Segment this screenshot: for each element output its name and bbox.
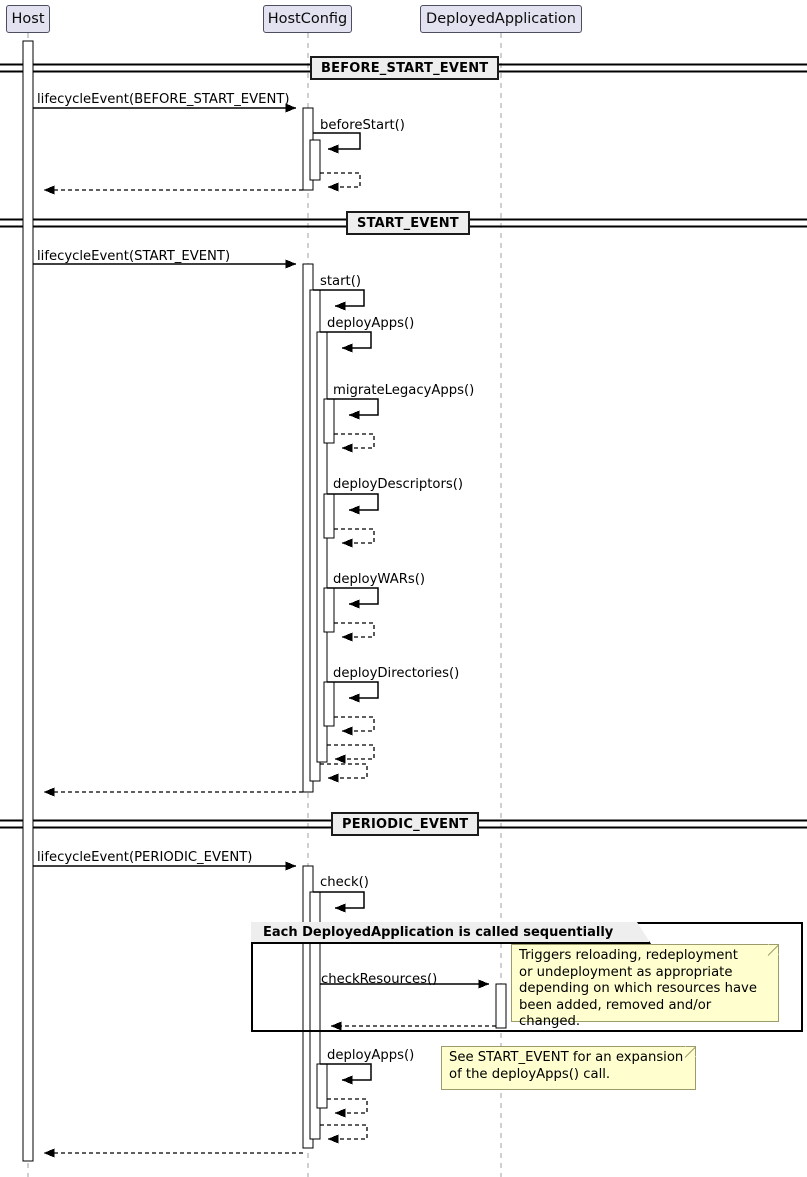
activation-hostconfig-deploy-descriptors (323, 493, 335, 539)
arrow-deploy-apps-self (320, 331, 372, 353)
activation-deployedapplication-check-resources (495, 983, 507, 1029)
message-label-lifecycle-periodic-event: lifecycleEvent(PERIODIC_EVENT) (37, 850, 252, 865)
divider-before-start-event-label: BEFORE_START_EVENT (321, 60, 489, 76)
divider-start-event-label: START_EVENT (357, 215, 459, 231)
message-text: checkResources() (321, 972, 438, 987)
arrow-check-self (313, 891, 365, 913)
divider-start-event: START_EVENT (346, 211, 470, 235)
message-label-deploy-apps: deployApps() (327, 316, 414, 331)
note-check-resources: Triggers reloading, redeployment or unde… (511, 944, 779, 1029)
arrow-deploy-descriptors-self (327, 493, 379, 515)
message-text: lifecycleEvent(PERIODIC_EVENT) (37, 850, 253, 865)
activation-host-main (22, 40, 34, 1162)
message-label-check-resources: checkResources() (321, 972, 437, 987)
frame-each-deployedapplication-label: Each DeployedApplication is called seque… (263, 924, 614, 940)
participant-hostconfig[interactable]: HostConfig (263, 5, 352, 33)
arrow-start-self (313, 289, 365, 311)
message-label-migrate-legacy-apps: migrateLegacyApps() (333, 383, 474, 398)
note-line: depending on which resources have (519, 981, 757, 996)
divider-rules-group (0, 63, 807, 829)
message-text: deployDescriptors() (333, 477, 464, 492)
arrow-before-start-self (313, 132, 361, 154)
message-label-lifecycle-before-start-event: lifecycleEvent(BEFORE_START_EVENT) (37, 92, 290, 107)
message-text: beforeStart() (320, 118, 405, 133)
message-text: deployApps() (327, 1048, 415, 1063)
activation-hostconfig-deploy-directories (323, 681, 335, 727)
message-label-lifecycle-start-event: lifecycleEvent(START_EVENT) (37, 249, 230, 264)
arrow-deploy-wars-self (327, 587, 379, 609)
message-label-periodic-deploy-apps: deployApps() (327, 1048, 414, 1063)
return-deploy-descriptors-self (334, 528, 375, 548)
return-start-self (320, 763, 368, 783)
participant-deployedapplication[interactable]: DeployedApplication (420, 5, 582, 33)
participant-host-label: Host (11, 11, 45, 27)
return-periodic-deploy-apps-self (327, 1098, 368, 1118)
message-text: start() (320, 274, 362, 289)
arrow-deploy-directories-self (327, 681, 379, 703)
arrow-periodic-deploy-apps-self (320, 1063, 372, 1085)
message-text: deployWARs() (333, 572, 426, 587)
activation-hostconfig-migrate-legacy-apps (323, 398, 335, 444)
note-line: See START_EVENT for an expansion (449, 1050, 684, 1065)
return-before-start-self (320, 172, 361, 192)
return-deploy-wars-self (334, 622, 375, 642)
participant-deployedapplication-label: DeployedApplication (426, 11, 576, 27)
message-label-check: check() (320, 875, 369, 890)
message-text: check() (320, 875, 369, 890)
note-line: of the deployApps() call. (449, 1066, 611, 1082)
divider-periodic-event-label: PERIODIC_EVENT (342, 816, 469, 832)
arrow-migrate-legacy-apps-self (327, 398, 379, 420)
message-arrows-group (33, 103, 496, 1158)
message-label-start: start() (320, 274, 361, 289)
participant-host[interactable]: Host (6, 5, 50, 33)
message-text: deployApps() (327, 316, 415, 331)
message-text: deployDirectories() (333, 666, 460, 681)
message-label-deploy-wars: deployWARs() (333, 572, 425, 587)
participant-hostconfig-label: HostConfig (267, 11, 348, 27)
note-line: been added, removed and/or changed. (519, 997, 712, 1030)
message-label-deploy-descriptors: deployDescriptors() (333, 477, 463, 492)
return-migrate-legacy-apps-self (334, 433, 375, 453)
return-deploy-directories-self (334, 716, 375, 736)
frame-each-deployedapplication-tab: Each DeployedApplication is called seque… (251, 922, 651, 944)
message-text: lifecycleEvent(START_EVENT) (37, 249, 231, 264)
divider-before-start-event: BEFORE_START_EVENT (310, 56, 500, 80)
message-label-before-start: beforeStart() (320, 118, 405, 133)
message-text: migrateLegacyApps() (333, 383, 475, 398)
return-periodic-check-self (320, 1124, 368, 1144)
return-deploy-apps-self (327, 744, 375, 764)
activation-hostconfig-before-start-self (309, 139, 321, 181)
message-text: lifecycleEvent(BEFORE_START_EVENT) (37, 92, 290, 107)
activation-bars-group (22, 40, 507, 1162)
activation-hostconfig-periodic-deploy-apps (316, 1063, 328, 1109)
note-line: Triggers reloading, redeployment (519, 948, 738, 963)
divider-periodic-event: PERIODIC_EVENT (331, 812, 480, 836)
activation-hostconfig-deploy-wars (323, 587, 335, 633)
note-line: or undeployment as appropriate (519, 964, 733, 980)
message-label-deploy-directories: deployDirectories() (333, 666, 459, 681)
note-deploy-apps: See START_EVENT for an expansion of the … (441, 1046, 696, 1090)
